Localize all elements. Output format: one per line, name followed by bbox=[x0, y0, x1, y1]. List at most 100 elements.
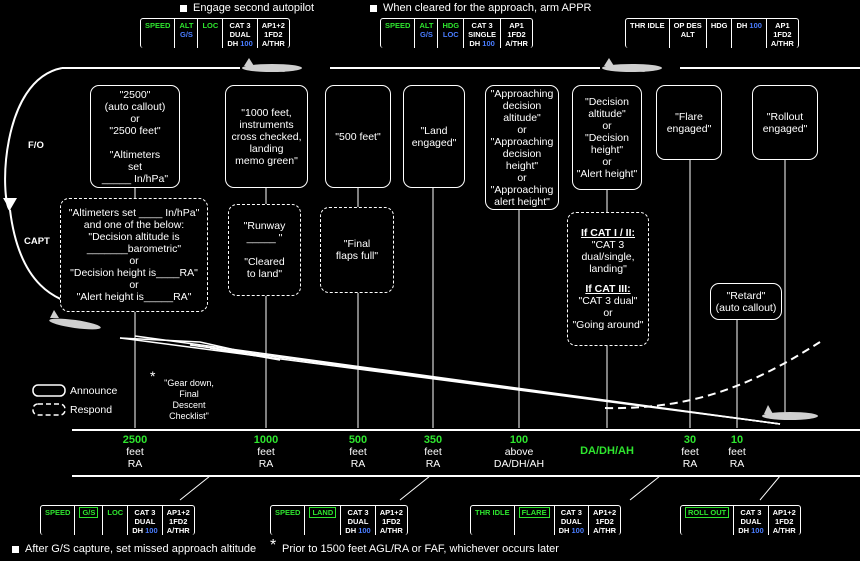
capt-response-final-flaps: "Final flaps full" bbox=[320, 207, 394, 293]
fma-mode-text: ALT bbox=[419, 21, 434, 30]
altitude-da-dh-ah: DA/DH/AH bbox=[580, 445, 634, 457]
fma-mode-text-3: DH 100 bbox=[345, 526, 371, 535]
fma-mode-text-2: DUAL bbox=[229, 30, 251, 39]
fo-callout-1000: "1000 feet, instruments cross checked, l… bbox=[225, 85, 308, 188]
engage-autopilot-note: Engage second autopilot bbox=[180, 2, 314, 14]
fma-cell: SPEED bbox=[381, 19, 414, 48]
fma-mode-text-2: 1FD2 bbox=[382, 517, 401, 526]
fma-cell: LOC bbox=[102, 506, 127, 535]
fma-cell: G/S bbox=[74, 506, 102, 535]
fma-mode-text: CAT 3 bbox=[740, 508, 762, 517]
fma-cell: ROLL OUT bbox=[681, 506, 733, 535]
fma-mode-text-3: A/THR bbox=[379, 526, 403, 535]
fma-mode-text-3: A/THR bbox=[261, 39, 285, 48]
fma-mode-text: G/S bbox=[79, 507, 99, 518]
fma-mode-text-2: DUAL bbox=[347, 517, 369, 526]
fma-mode-text-2: 1FD2 bbox=[264, 30, 283, 39]
fo-callout-land: "Land engaged" bbox=[403, 85, 465, 188]
fma-mode-text-2: G/S bbox=[419, 30, 433, 39]
legend-announce: Announce bbox=[70, 385, 118, 397]
fma-mode-text: AP1+2 bbox=[261, 21, 285, 30]
capt-response-cat: If CAT I / II: "CAT 3 dual/single, landi… bbox=[567, 212, 649, 346]
fma-mode-text: SPEED bbox=[45, 508, 71, 517]
fma-cell: LAND bbox=[304, 506, 340, 535]
retard-callout: "Retard" (auto callout) bbox=[710, 283, 782, 320]
fma-mode-text: FLARE bbox=[518, 507, 550, 518]
fma-mode-text-2: DUAL bbox=[560, 517, 582, 526]
fma-mode-text: HDG bbox=[442, 21, 460, 30]
fma-mode-text: LAND bbox=[309, 507, 337, 518]
fma-mode-text-3: DH 100 bbox=[558, 526, 585, 535]
fma-mode-text-2: 1FD2 bbox=[775, 517, 794, 526]
fo-label: F/O bbox=[28, 140, 44, 151]
fma-mode-text: LOC bbox=[107, 508, 124, 517]
fma-mode-text-2: 1FD2 bbox=[507, 30, 526, 39]
fma-mode-text: AP1+2 bbox=[166, 508, 190, 517]
fo-callout-flare: "Flare engaged" bbox=[656, 85, 722, 160]
fma-cell: FLARE bbox=[513, 506, 554, 535]
fma-mode-text-3: DH 100 bbox=[132, 526, 158, 535]
fo-callout-approaching: "Approaching decision altitude" or "Appr… bbox=[485, 85, 559, 210]
fma-mode-text: AP1 bbox=[509, 21, 524, 30]
fma-mode-text-2: DUAL bbox=[134, 517, 156, 526]
fma-mode-text-3: DH 100 bbox=[736, 21, 762, 30]
fma-mode-text: CAT 3 bbox=[229, 21, 251, 30]
capt-response-runway: "Runway _____ " "Cleared to land" bbox=[228, 204, 301, 296]
fma-mode-text: CAT 3 bbox=[471, 21, 493, 30]
fma-mode-text-3: DH 100 bbox=[738, 526, 764, 535]
fma-mode-text: ALT bbox=[179, 21, 194, 30]
aircraft-left-icon bbox=[49, 310, 101, 330]
fma-mode-text: SPEED bbox=[385, 21, 411, 30]
arrow-down-icon bbox=[3, 198, 17, 210]
fma-mode-text: THR IDLE bbox=[475, 508, 510, 517]
fma-mode-text: SPEED bbox=[275, 508, 301, 517]
fo-callout-rollout: "Rollout engaged" bbox=[752, 85, 818, 160]
capt-response-altimeters: "Altimeters set ____ In/hPa" and one of … bbox=[60, 198, 208, 312]
fma-mode-text: OP DES bbox=[673, 21, 702, 30]
fma-mode-text-3: A/THR bbox=[770, 39, 794, 48]
fma-mode-text: LOC bbox=[202, 21, 219, 30]
fma-mode-text: AP1+2 bbox=[379, 508, 403, 517]
gear-down-note: "Gear down, Final Descent Checklist" bbox=[164, 378, 214, 421]
prior-note-asterisk: * bbox=[270, 537, 277, 554]
fma-mode-text-2: G/S bbox=[179, 30, 193, 39]
fma-mode-text-2: 1FD2 bbox=[595, 517, 614, 526]
legend-respond: Respond bbox=[70, 404, 113, 416]
fma-mode-text: CAT 3 bbox=[134, 508, 156, 517]
cat-3-text: "CAT 3 dual" or "Going around" bbox=[572, 295, 644, 331]
fma-mode-text-3: DH 100 bbox=[227, 39, 253, 48]
fma-mode-text-3: A/THR bbox=[593, 526, 617, 535]
fma-mode-text-2: ALT bbox=[680, 30, 695, 39]
aircraft-top-2-icon bbox=[602, 58, 662, 72]
fma-mode-text: CAT 3 bbox=[347, 508, 369, 517]
fma-mode-text-3: DH 100 bbox=[469, 39, 495, 48]
fma-mode-text-3: A/THR bbox=[505, 39, 528, 48]
fma-mode-text: THR IDLE bbox=[630, 21, 665, 30]
fma-mode-text-2: 1FD2 bbox=[773, 30, 792, 39]
fma-mode-text-2: LOC bbox=[442, 30, 459, 39]
gear-note-asterisk: * bbox=[150, 368, 156, 384]
